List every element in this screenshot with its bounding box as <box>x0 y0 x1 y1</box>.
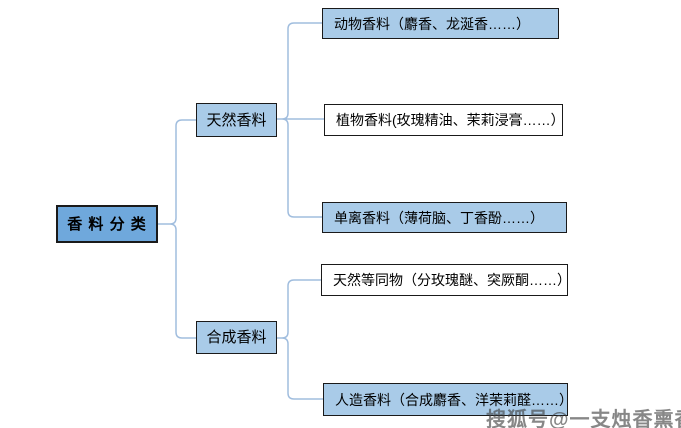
sohu-watermark: 搜狐号@一支烛香熏香氛 <box>486 409 681 428</box>
bracket-natural <box>277 22 324 218</box>
branch-node-synthetic-fragrance: 合成香料 <box>196 321 277 354</box>
bracket-root <box>158 119 196 339</box>
leaf-node-plant-fragrance: 植物香料(玫瑰精油、茉莉浸膏……） <box>324 104 565 136</box>
leaf-node-isolate-fragrance: 单离香料（薄荷脑、丁香酚……） <box>322 202 567 233</box>
leaf-node-artificial-fragrance: 人造香料（合成麝香、洋茉莉醛……） <box>323 383 573 416</box>
leaf-node-nature-identical: 天然等同物（分玫瑰醚、突厥酮……） <box>321 264 571 296</box>
bracket-synthetic <box>277 279 323 400</box>
branch-node-natural-fragrance: 天然香料 <box>196 103 277 137</box>
leaf-node-animal-fragrance: 动物香料（麝香、龙涎香……） <box>322 8 559 39</box>
root-node-fragrance-classification: 香 料 分 类 <box>56 205 158 243</box>
